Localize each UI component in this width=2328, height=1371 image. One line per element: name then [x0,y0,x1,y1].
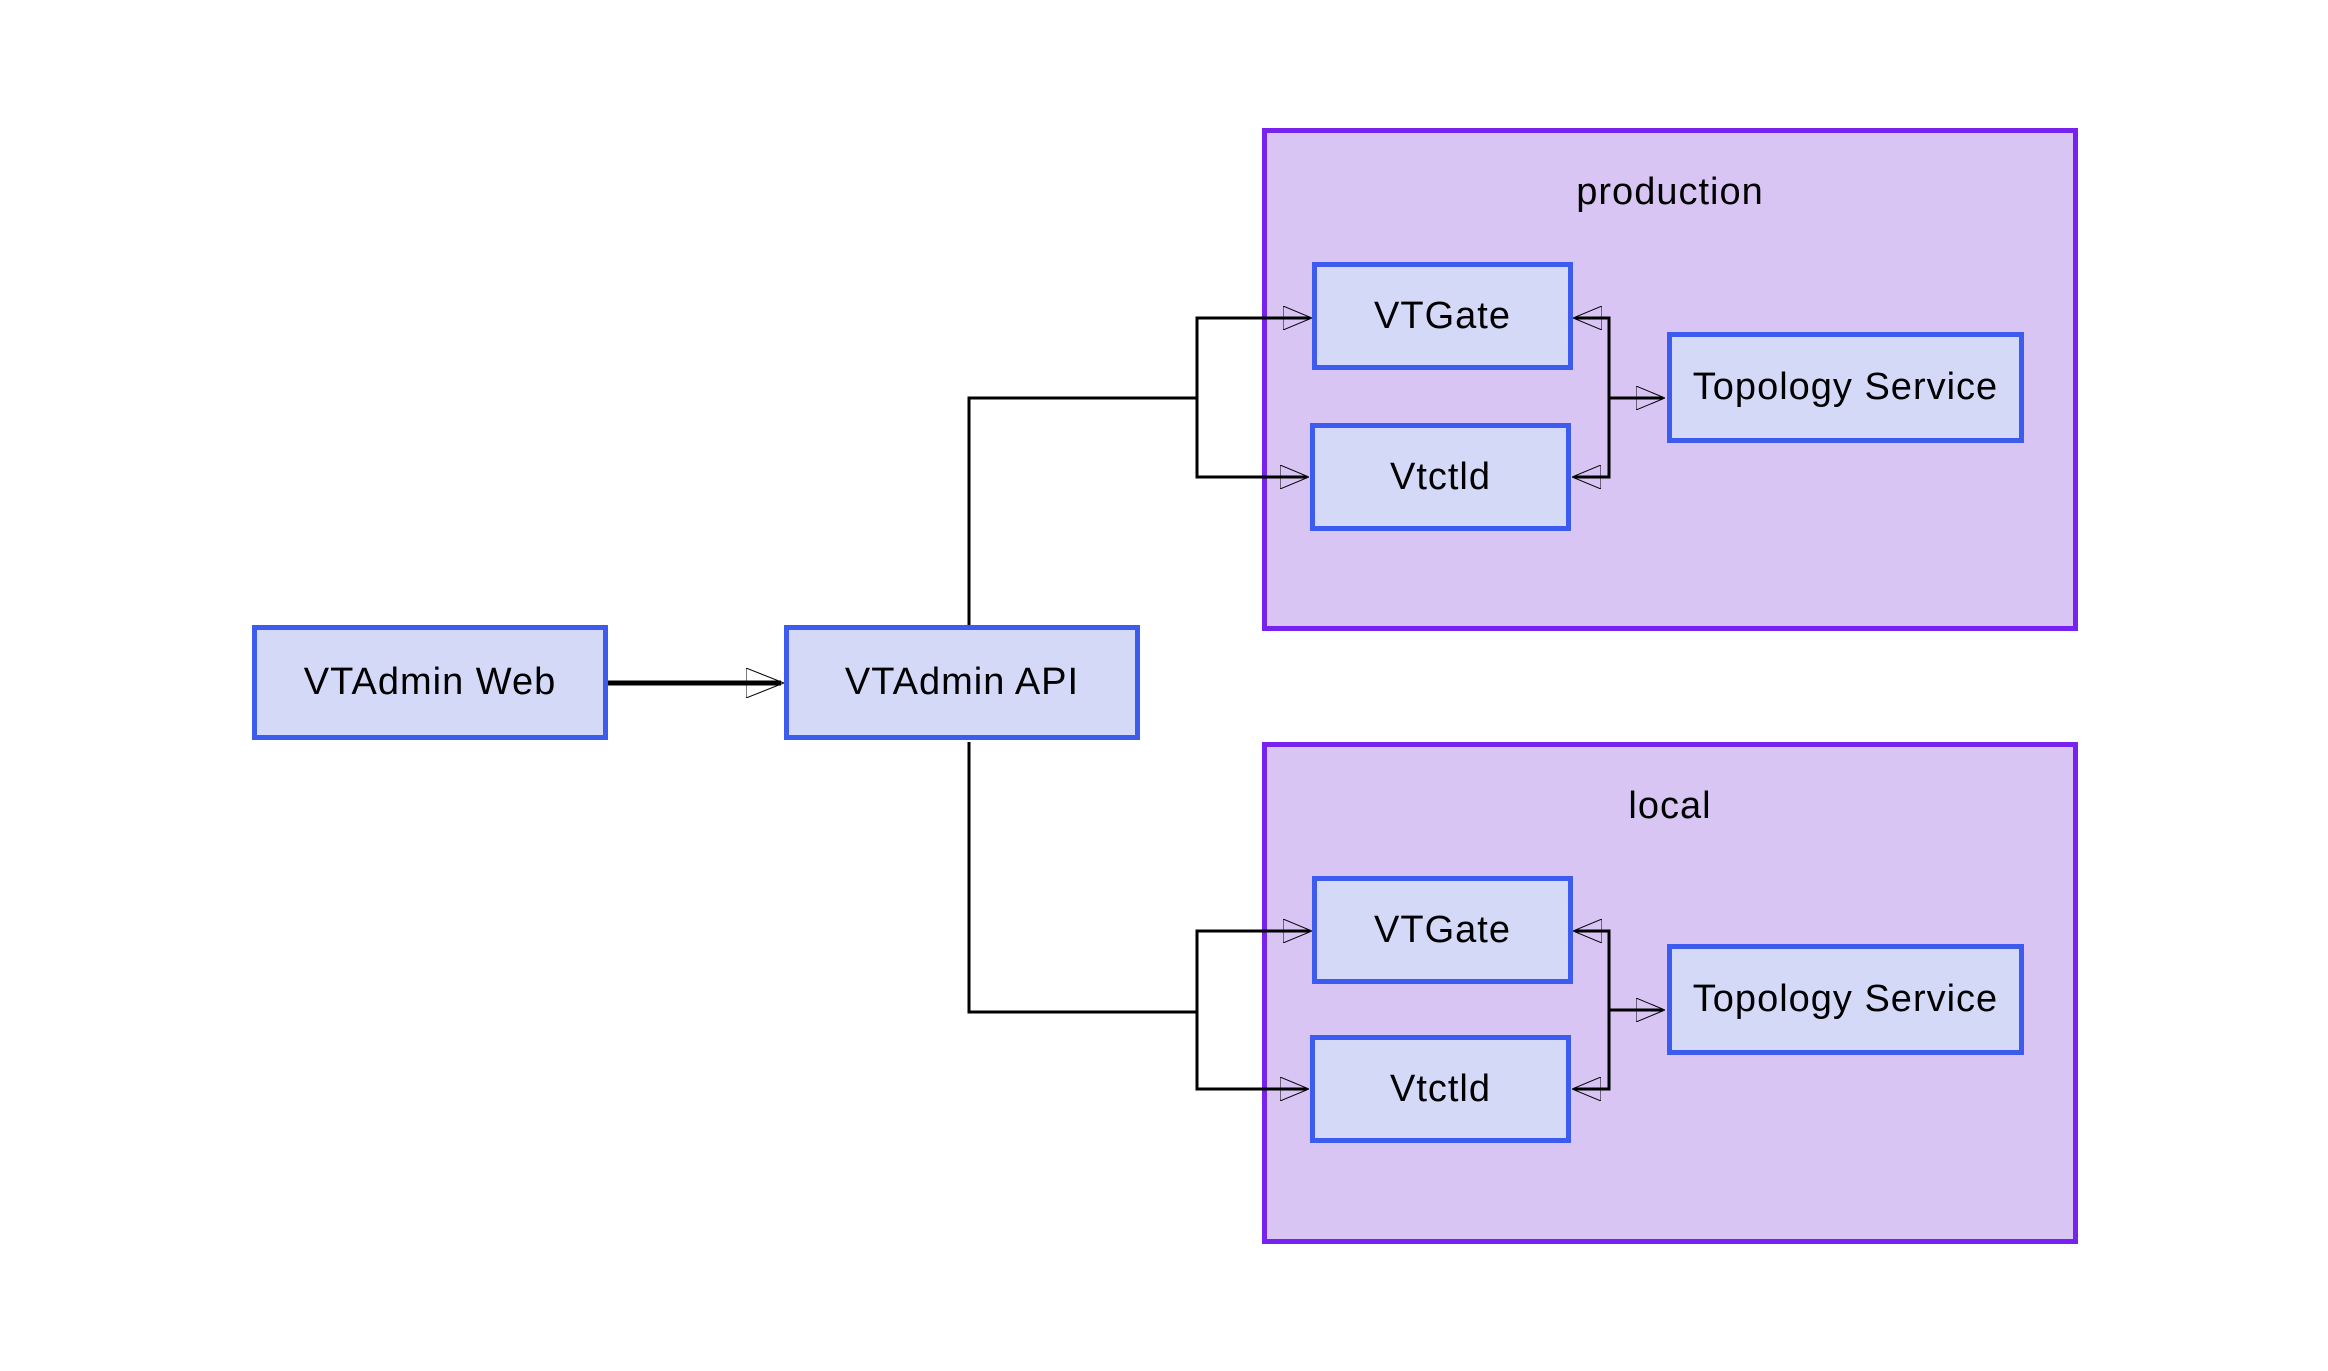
node-vtadmin-api-label: VTAdmin API [844,661,1080,703]
node-local-vtctld: Vtctld [1310,1035,1571,1143]
edge-api-to-local-trunk [967,742,1197,1014]
node-production-topology-service: Topology Service [1667,332,2024,443]
node-vtadmin-web: VTAdmin Web [252,625,608,740]
node-vtadmin-web-label: VTAdmin Web [303,661,557,703]
node-local-topology-service: Topology Service [1667,944,2024,1055]
edge-api-to-production-trunk [967,396,1197,625]
node-production-vtctld-label: Vtctld [1389,455,1492,498]
node-vtadmin-api: VTAdmin API [784,625,1140,740]
node-production-vtgate-label: VTGate [1374,294,1511,337]
node-production-vtctld: Vtctld [1310,423,1571,531]
cluster-production-label: production [1576,171,1764,213]
node-local-topology-service-label: Topology Service [1692,978,1999,1020]
node-local-vtgate-label: VTGate [1374,908,1511,951]
cluster-local-label: local [1628,785,1712,827]
node-production-vtgate: VTGate [1312,262,1573,370]
node-local-vtctld-label: Vtctld [1389,1067,1492,1110]
node-production-topology-service-label: Topology Service [1692,366,1999,408]
node-local-vtgate: VTGate [1312,876,1573,984]
